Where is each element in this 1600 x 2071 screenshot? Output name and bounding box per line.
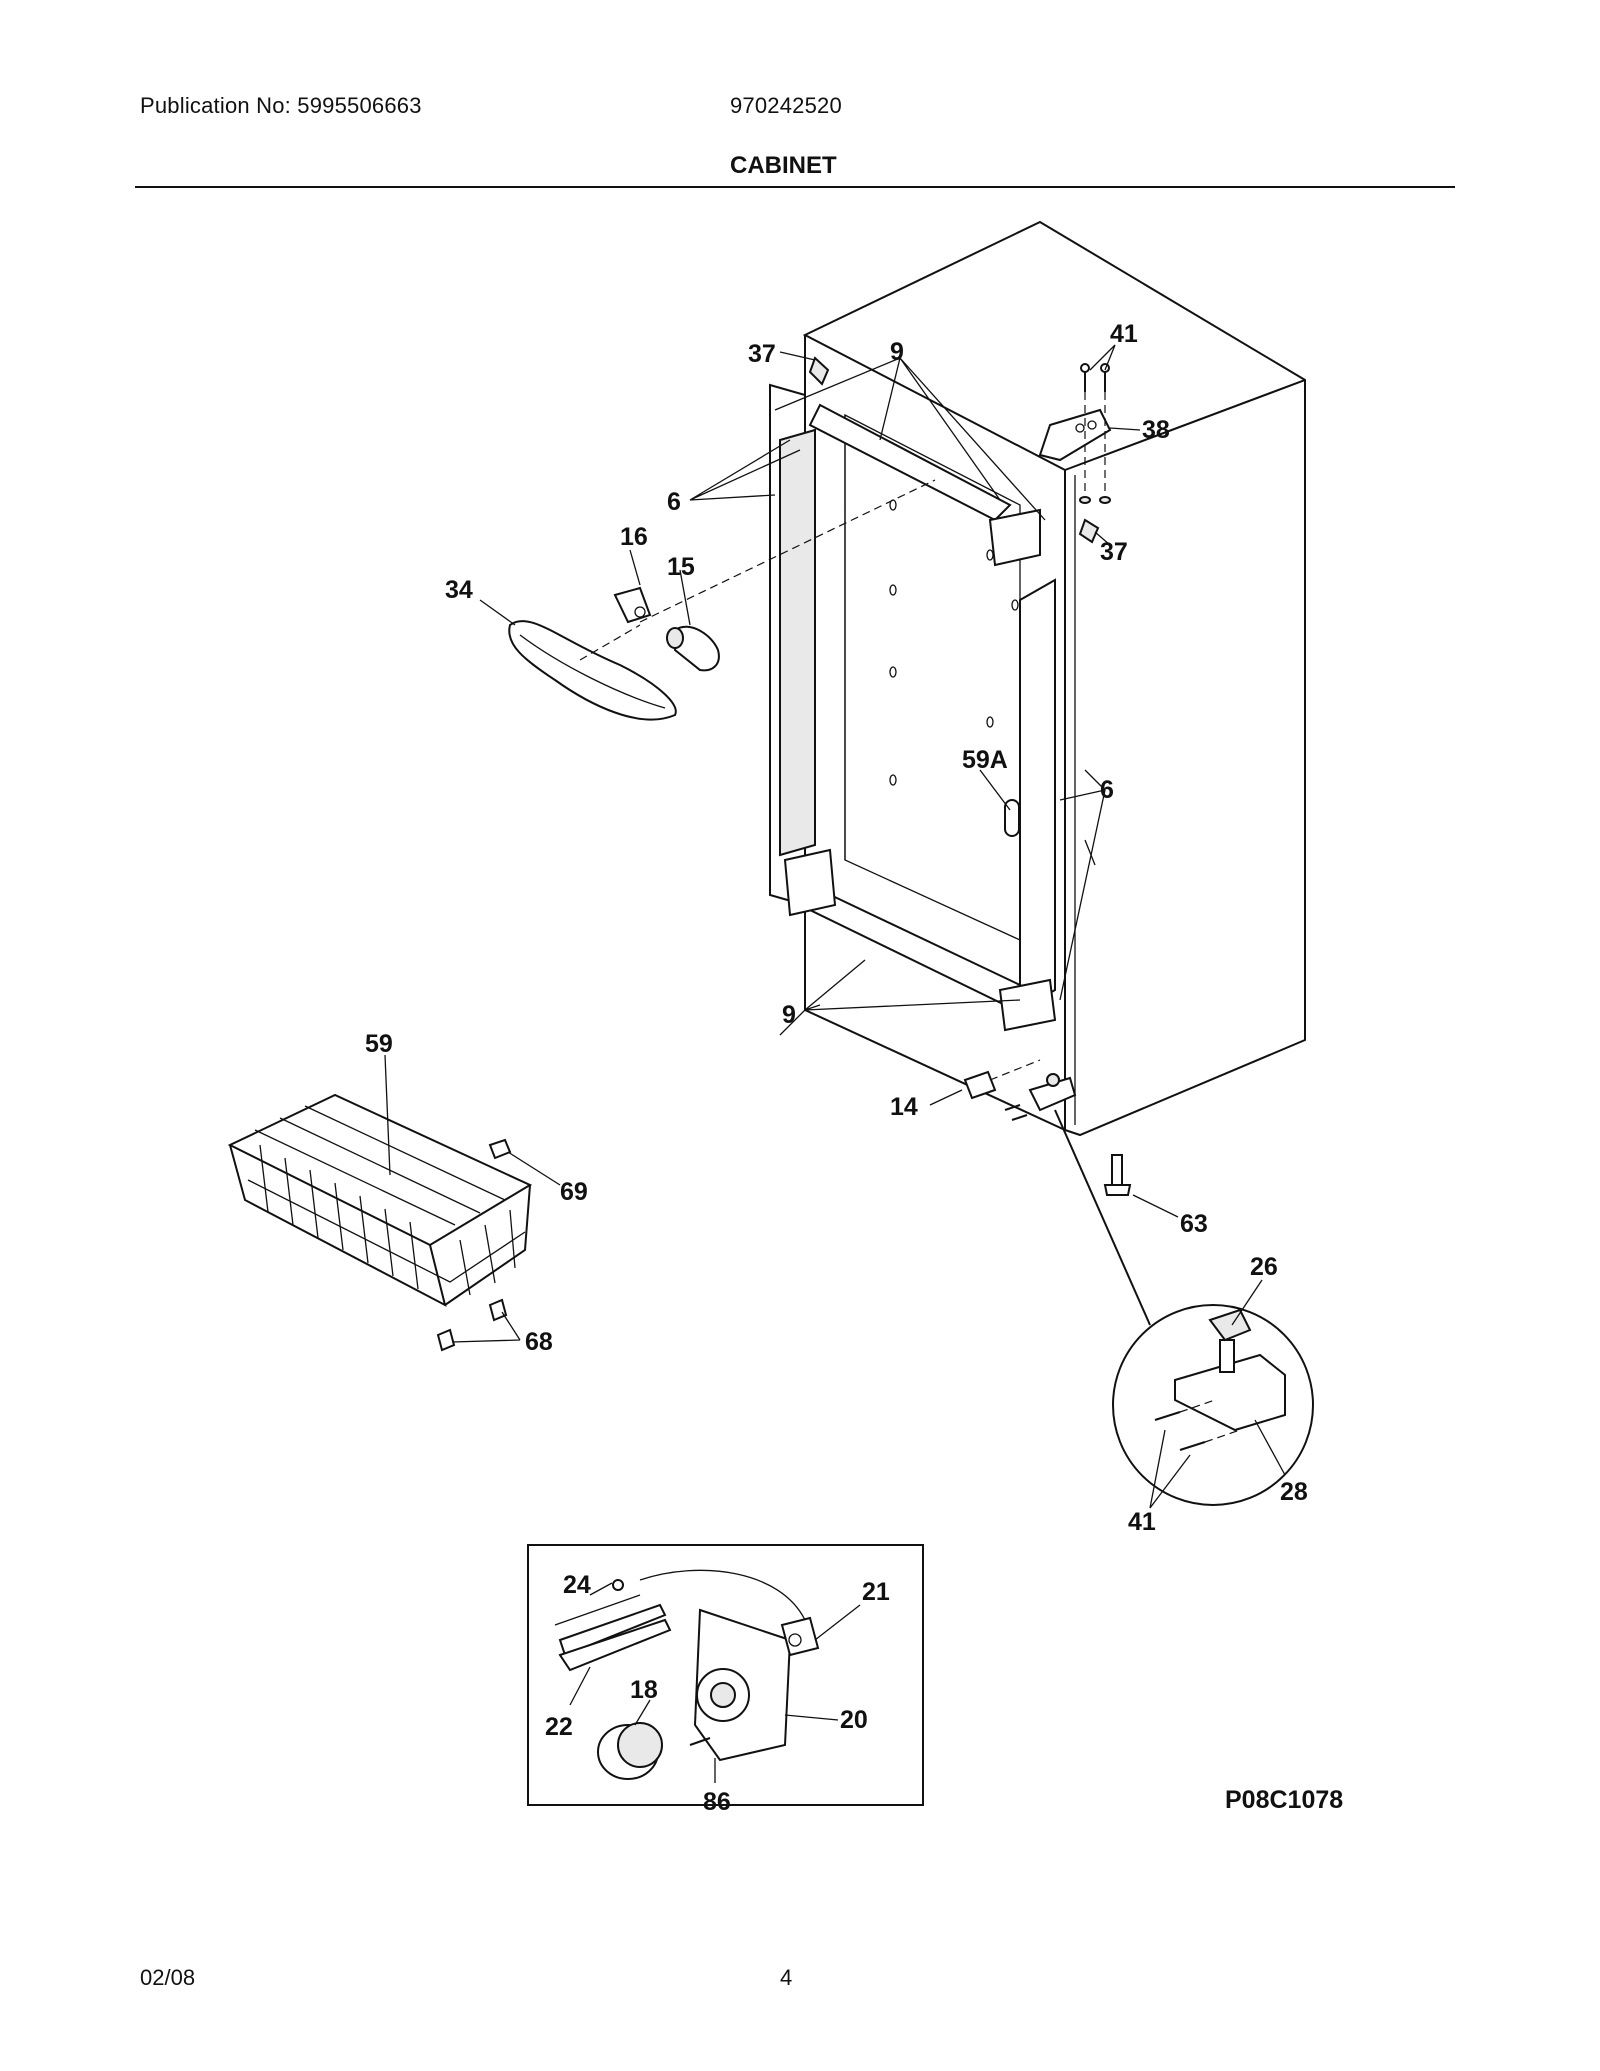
header-divider [135, 186, 1455, 188]
hinge-caps [808, 356, 1100, 544]
callout-15: 15 [667, 553, 695, 581]
basket-stops [436, 1138, 512, 1352]
callout-41: 41 [1110, 320, 1138, 348]
callout-leader-lines [384, 344, 1286, 1783]
callout-63: 63 [1180, 1210, 1208, 1238]
door-switch [963, 1059, 1041, 1100]
bottom-hinge-small [1004, 1073, 1077, 1121]
callout-9: 9 [890, 338, 904, 366]
model-number: 970242520 [730, 93, 842, 118]
callout-34: 34 [445, 576, 473, 604]
callout-37: 37 [748, 340, 776, 368]
leveling-leg [1103, 1154, 1132, 1196]
callout-86: 86 [703, 1788, 731, 1816]
page-title: CABINET [730, 152, 837, 179]
callout-37: 37 [1100, 538, 1128, 566]
callout-16: 16 [620, 523, 648, 551]
callout-9: 9 [782, 1001, 796, 1029]
callout-18: 18 [630, 1676, 658, 1704]
footer-date: 02/08 [140, 1965, 196, 1990]
callout-21: 21 [862, 1578, 890, 1606]
callout-41: 41 [1128, 1508, 1156, 1536]
callout-22: 22 [545, 1713, 573, 1741]
light-assembly [508, 479, 936, 721]
wire-basket [227, 1093, 533, 1307]
footer-page-number: 4 [780, 1965, 793, 1990]
callout-68: 68 [525, 1328, 553, 1356]
diagram-code: P08C1078 [1225, 1786, 1343, 1814]
callout-24: 24 [563, 1571, 591, 1599]
temperature-control-inset [527, 1544, 924, 1806]
publication-number: Publication No: 5995506663 [140, 93, 422, 118]
callout-26: 26 [1250, 1253, 1278, 1281]
callout-59a: 59A [962, 746, 1008, 774]
callout-59: 59 [365, 1030, 393, 1058]
hinge-detail-circle [1054, 1109, 1314, 1506]
callout-38: 38 [1142, 416, 1170, 444]
callout-20: 20 [840, 1706, 868, 1734]
callout-69: 69 [560, 1178, 588, 1206]
callout-6: 6 [667, 488, 681, 516]
callout-28: 28 [1280, 1478, 1308, 1506]
callout-14: 14 [890, 1093, 918, 1121]
door-gasket-strips [769, 383, 1057, 1032]
callout-6: 6 [1100, 776, 1114, 804]
